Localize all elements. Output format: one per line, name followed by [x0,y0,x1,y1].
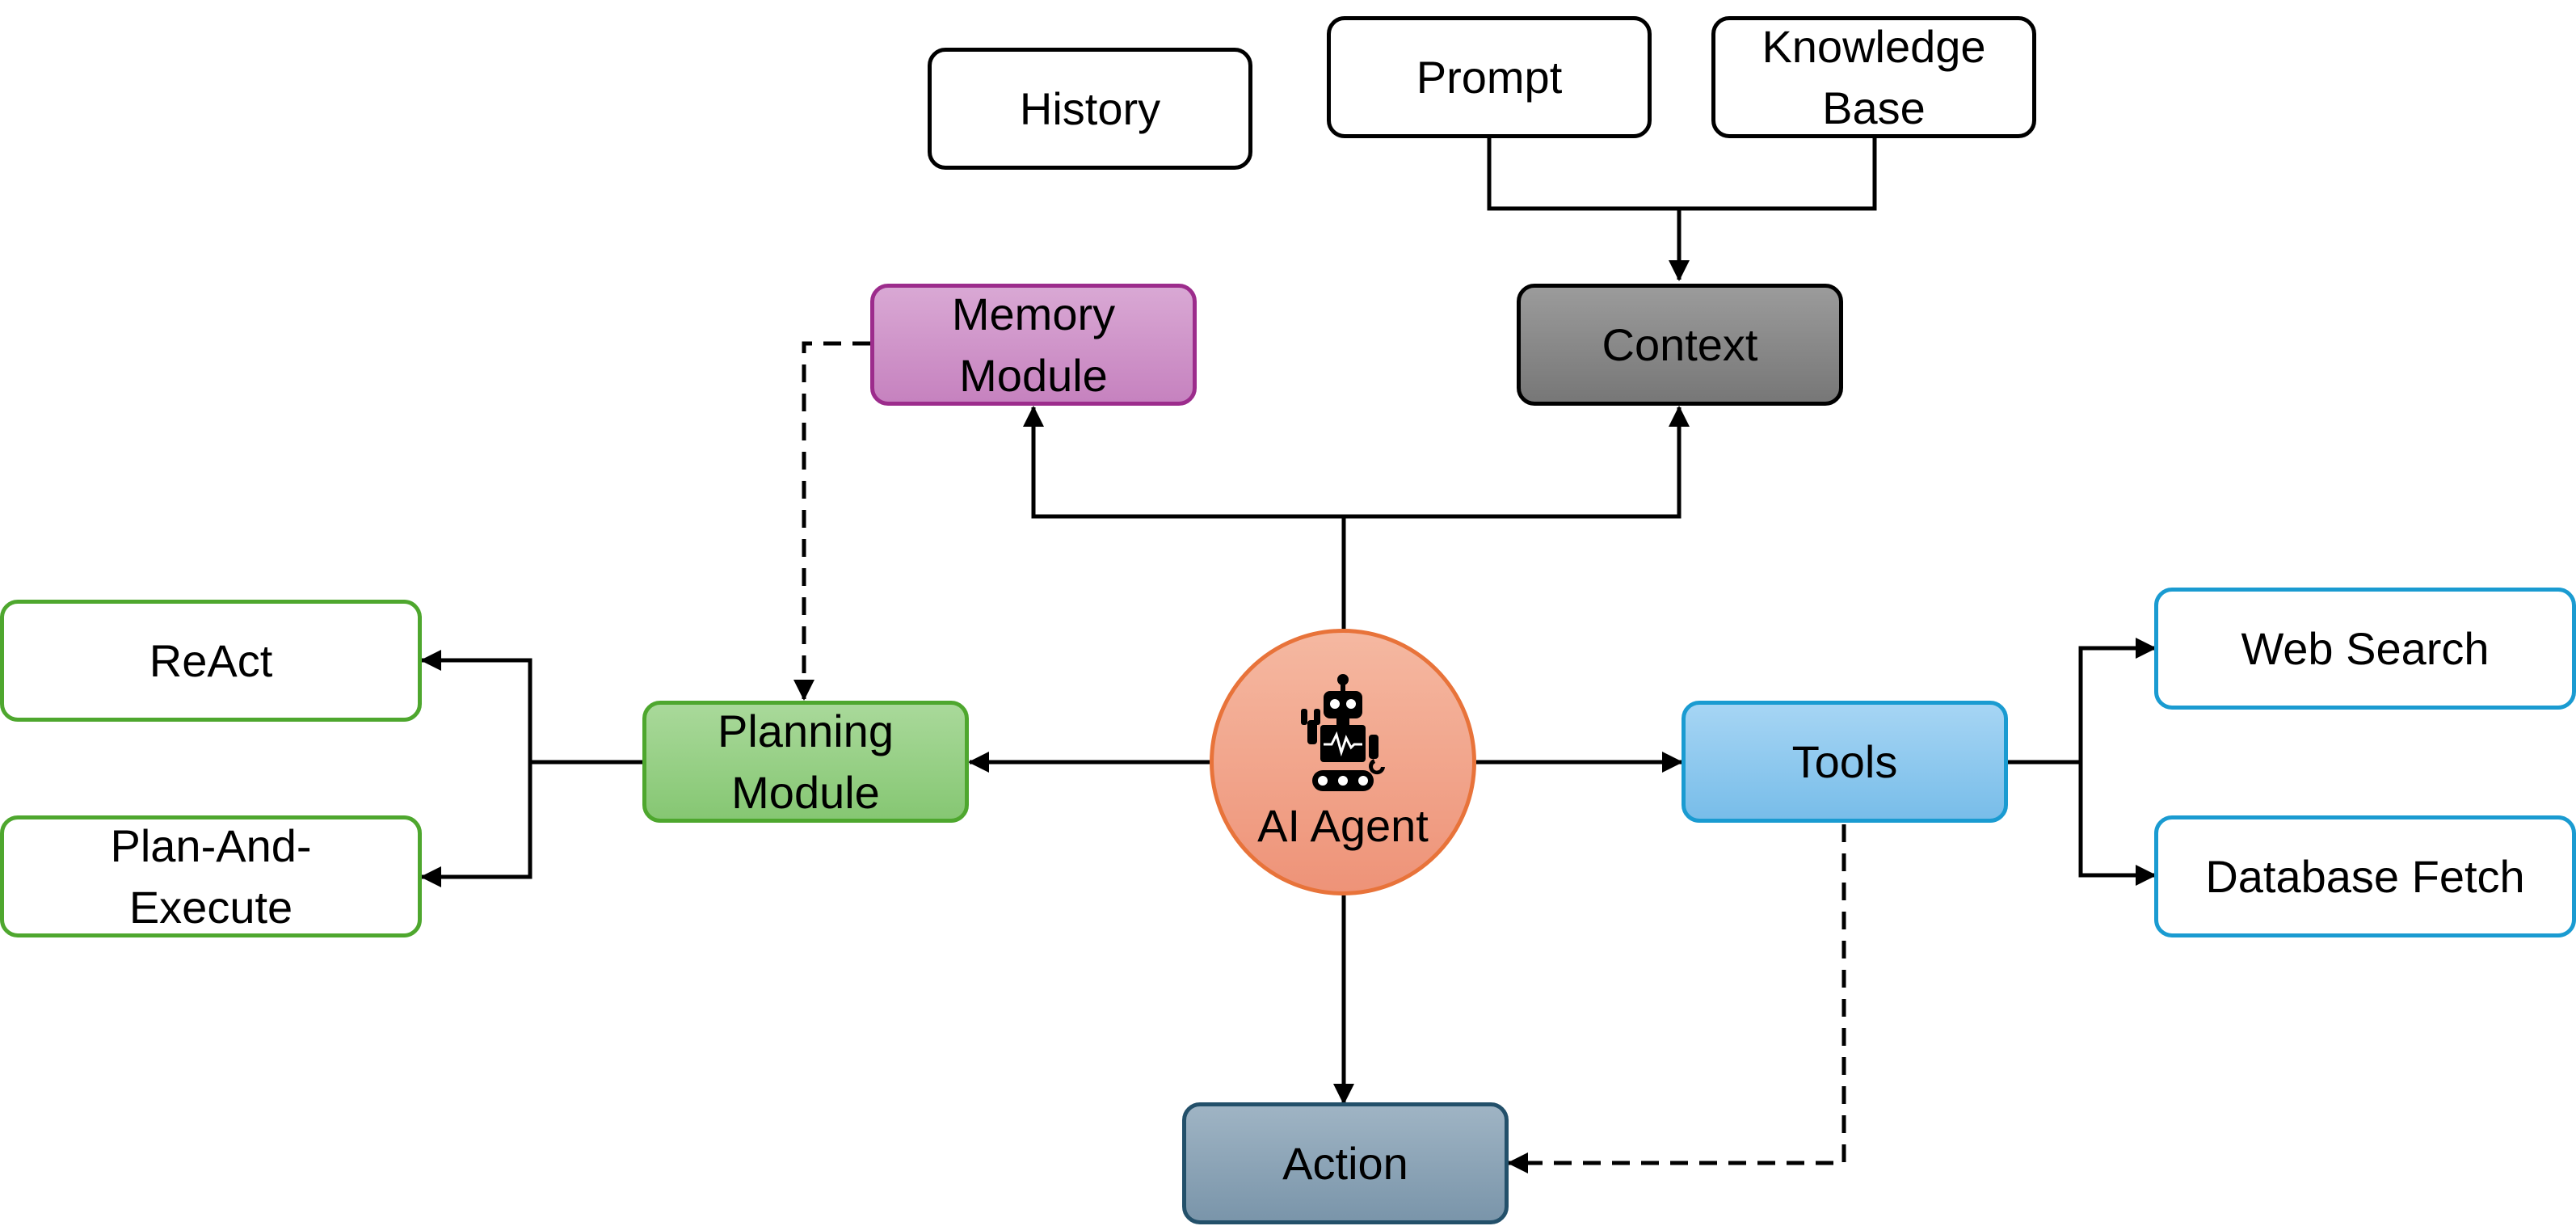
memory-module-label: Memory Module [951,288,1116,401]
edge-to-memory [1023,406,1344,519]
edge-tools-to-action [1507,824,1846,1173]
web-search-label: Web Search [2241,622,2490,674]
edge-to-web-search [2078,638,2157,762]
react-label: ReAct [149,634,273,686]
edge-to-plan-execute [420,762,532,887]
edge-to-react [420,650,532,762]
history-node: History [928,48,1252,170]
ai-agent-node: AI Agent [1210,629,1476,895]
prompt-node: Prompt [1327,16,1652,138]
robot-icon [1301,673,1385,791]
context-node: Context [1517,284,1843,406]
plan-and-execute-node: Plan-And- Execute [0,815,422,937]
edge-to-context-from-agent [1344,406,1690,519]
knowledge-base-node: Knowledge Base [1711,16,2036,138]
planning-module-label: Planning Module [718,705,894,818]
database-fetch-node: Database Fetch [2154,815,2576,937]
history-label: History [1019,82,1161,134]
ai-agent-label: AI Agent [1257,799,1429,851]
context-label: Context [1602,318,1758,370]
knowledge-base-label: Knowledge Base [1762,20,1986,133]
planning-module-node: Planning Module [642,701,969,823]
database-fetch-label: Database Fetch [2205,850,2525,902]
prompt-label: Prompt [1416,51,1563,103]
edge-memory-to-planning [793,341,870,701]
web-search-node: Web Search [2154,588,2576,710]
tools-node: Tools [1682,701,2008,823]
edge-to-database [2078,762,2157,886]
action-node: Action [1182,1102,1509,1224]
edge-prompt-kb-to-context [1487,137,1877,211]
memory-module-node: Memory Module [870,284,1197,406]
action-label: Action [1282,1137,1408,1189]
plan-and-execute-label: Plan-And- Execute [110,819,312,933]
tools-label: Tools [1791,735,1898,787]
react-node: ReAct [0,600,422,722]
